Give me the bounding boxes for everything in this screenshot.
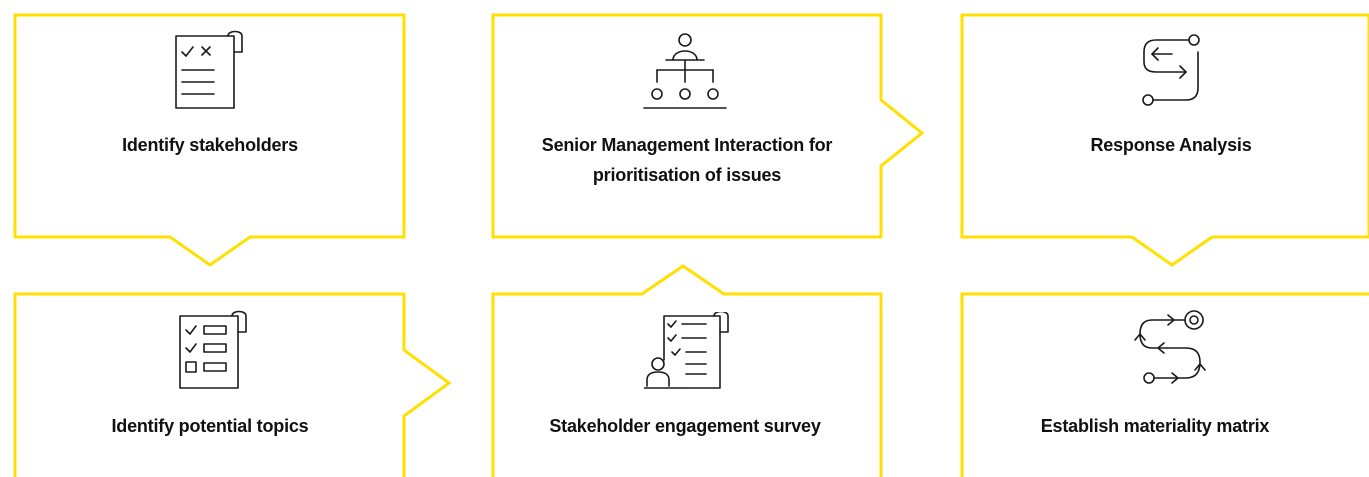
step-label-senior-management: Senior Management Interaction for priori… <box>541 135 833 185</box>
path-target-icon <box>1128 304 1212 390</box>
step-label-engagement-survey: Stakeholder engagement survey <box>549 416 821 436</box>
box-materiality-matrix <box>960 292 1369 477</box>
step-label-materiality-matrix: Establish materiality matrix <box>1040 416 1270 436</box>
topics-checklist-icon <box>176 310 252 390</box>
step-label-identify-stakeholders: Identify stakeholders <box>122 135 298 155</box>
step-label-response-analysis: Response Analysis <box>1090 135 1252 155</box>
checklist-scroll-icon <box>172 30 248 110</box>
box-response-analysis <box>960 13 1369 267</box>
box-engagement-survey <box>491 264 883 477</box>
org-hierarchy-icon <box>640 32 730 110</box>
box-identify-topics <box>13 292 452 477</box>
flow-arrows-icon <box>1136 32 1206 108</box>
box-senior-management <box>491 13 925 239</box>
box-identify-stakeholders <box>13 13 406 267</box>
step-label-identify-topics: Identify potential topics <box>111 416 309 436</box>
survey-person-icon <box>644 312 730 390</box>
